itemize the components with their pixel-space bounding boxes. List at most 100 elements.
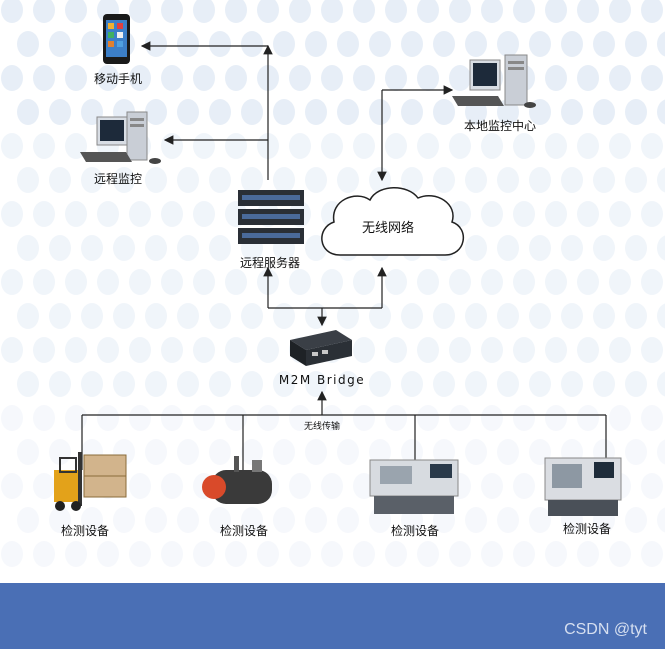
background-dot [625, 371, 647, 397]
background-dot [273, 303, 295, 329]
cnc-machine-icon [544, 457, 622, 516]
background-dot [529, 303, 551, 329]
background-dot [129, 269, 151, 295]
background-dot [545, 269, 567, 295]
background-dot [177, 31, 199, 57]
background-dot [657, 371, 665, 397]
background-dot [353, 541, 375, 567]
background-dot [641, 269, 663, 295]
background-dot [177, 167, 199, 193]
background-dot [513, 201, 535, 227]
background-dot [481, 269, 503, 295]
background-dot [65, 65, 87, 91]
background-dot [145, 235, 167, 261]
background-dot [657, 235, 665, 261]
background-dot [161, 405, 183, 431]
background-dot [177, 99, 199, 125]
background-dot [145, 439, 167, 465]
background-dot [545, 133, 567, 159]
connection-lines [54, 14, 622, 516]
background-dot [81, 31, 103, 57]
background-dot [641, 473, 663, 499]
forklift-icon [54, 452, 127, 511]
background-dot [161, 269, 183, 295]
background-dot [33, 541, 55, 567]
background-dot [81, 167, 103, 193]
background-dot [49, 507, 71, 533]
background-dot [497, 507, 519, 533]
background-dot [481, 473, 503, 499]
background-dot [113, 507, 135, 533]
background-dot [321, 473, 343, 499]
background-dot [337, 371, 359, 397]
background-dot [257, 337, 279, 363]
background-dot [81, 507, 103, 533]
background-dot [65, 541, 87, 567]
background-dot [289, 133, 311, 159]
background-dot [241, 303, 263, 329]
background-dot [609, 337, 631, 363]
background-dot [465, 31, 487, 57]
background-dot [353, 65, 375, 91]
background-dot [449, 541, 471, 567]
background-dot [353, 0, 375, 23]
background-dot [145, 167, 167, 193]
background-dot [481, 405, 503, 431]
background-dot [81, 371, 103, 397]
background-dot [577, 541, 599, 567]
background-dot [129, 0, 151, 23]
background-dot [513, 473, 535, 499]
background-dot [97, 337, 119, 363]
background-dot [145, 303, 167, 329]
background-dot [321, 65, 343, 91]
background-dot [113, 303, 135, 329]
background-dot [577, 405, 599, 431]
background-dot [97, 405, 119, 431]
background-dot [609, 65, 631, 91]
background-dot [193, 0, 215, 23]
background-dot [273, 439, 295, 465]
background-dot [513, 269, 535, 295]
background-dot [545, 201, 567, 227]
background-dot [417, 337, 439, 363]
background-dot [609, 201, 631, 227]
background-dot [65, 201, 87, 227]
background-dot [641, 337, 663, 363]
background-dot [225, 65, 247, 91]
background-dot [129, 337, 151, 363]
background-dot [641, 65, 663, 91]
background-dot [369, 99, 391, 125]
wireless-network-label: 无线网络 [361, 221, 415, 236]
remote-server-icon [238, 190, 304, 244]
background-dot [465, 303, 487, 329]
background-dot [241, 167, 263, 193]
background-dot [1, 541, 23, 567]
background-dot [625, 439, 647, 465]
background-dot [433, 371, 455, 397]
watermark: CSDN @tyt [564, 621, 647, 638]
local-monitor-computer-icon [452, 54, 536, 108]
background-dot [97, 541, 119, 567]
background-dot [593, 31, 615, 57]
background-dot [417, 269, 439, 295]
background-dot [577, 133, 599, 159]
background-dot [97, 201, 119, 227]
mobile-phone-label: 移动手机 [93, 72, 143, 86]
background-dot [193, 269, 215, 295]
background-dot [209, 507, 231, 533]
background-dot [33, 405, 55, 431]
mobile-phone-icon [103, 14, 130, 64]
background-dot [657, 31, 665, 57]
background-dot [49, 303, 71, 329]
background-dot [337, 303, 359, 329]
background-dot [289, 473, 311, 499]
background-dot [289, 0, 311, 23]
background-dot [49, 235, 71, 261]
background-dot [321, 405, 343, 431]
background-dot [545, 65, 567, 91]
background-dot [97, 65, 119, 91]
background-dot [465, 167, 487, 193]
background-dot [273, 31, 295, 57]
background-dot [33, 65, 55, 91]
m2m-bridge-label: M2M Bridge [278, 373, 366, 387]
